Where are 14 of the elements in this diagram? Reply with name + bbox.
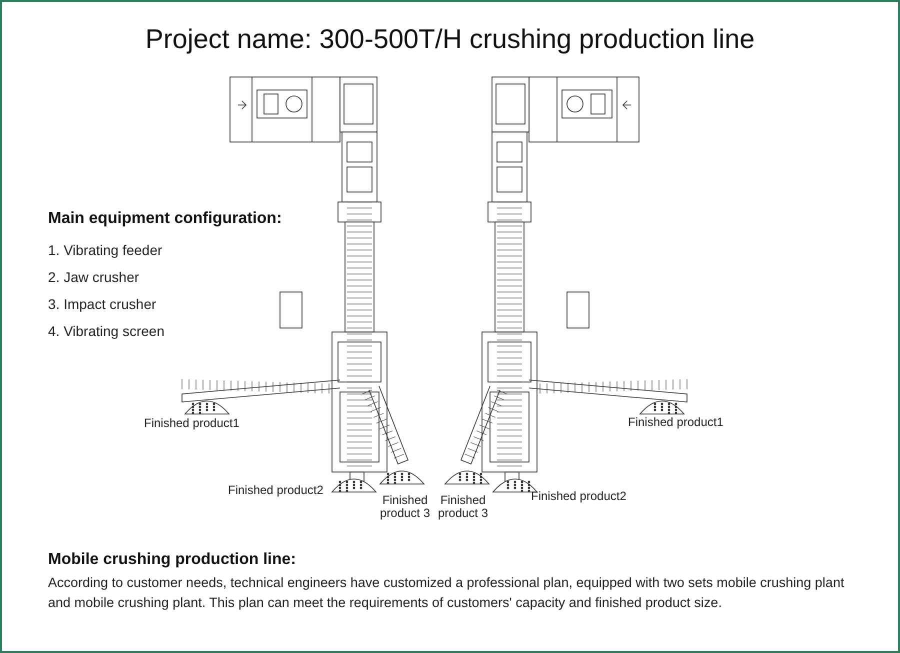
product-label: Finished product1 (628, 416, 724, 429)
description-paragraph: According to customer needs, technical engineers have customized a professional plan, equipped with two sets mobile crushing plant and mobile crushing plant. This plan can meet the requirements of customers' capacity and finished product size. (48, 574, 846, 612)
product-label: Finished product 3 (436, 494, 490, 520)
product-label: Finished product 3 (378, 494, 432, 520)
section-heading: Main equipment configuration: (48, 210, 282, 228)
title: Project name: 300-500T/H crushing production line (144, 24, 756, 55)
product-label: Finished product2 (228, 484, 324, 497)
list-item: 1. Vibrating feeder (48, 242, 162, 258)
list-item: 4. Vibrating screen (48, 323, 164, 339)
section-heading: Mobile crushing production line: (48, 551, 296, 569)
list-item: 3. Impact crusher (48, 296, 156, 312)
product-label: Finished product1 (144, 417, 240, 430)
product-label: Finished product2 (531, 490, 626, 503)
list-item: 2. Jaw crusher (48, 269, 140, 285)
